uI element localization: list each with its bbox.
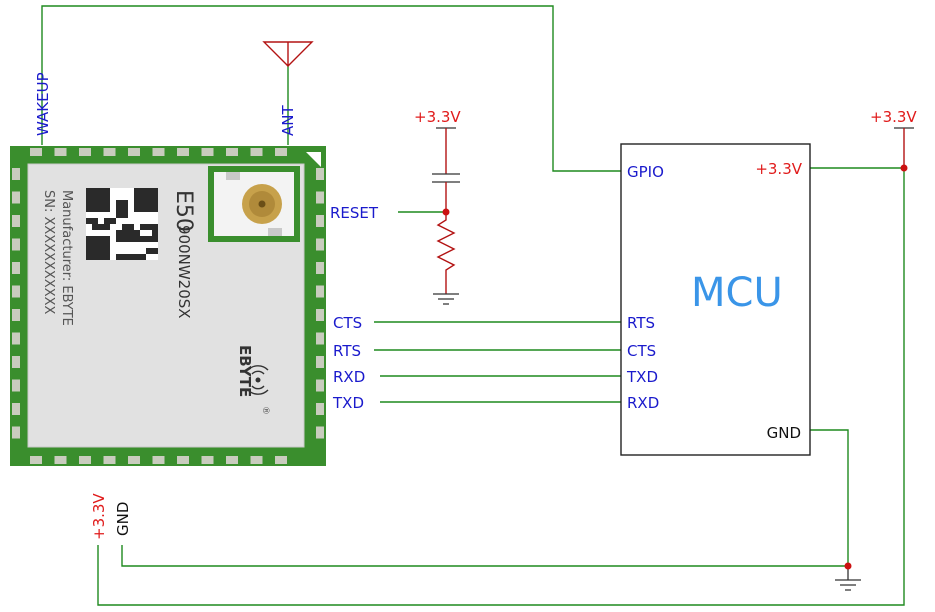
mcu-pin-cts: CTS [627,342,656,360]
ground-icon [835,562,861,591]
reset-circuit [432,127,460,305]
wire-mcu-gnd [810,429,849,566]
module-pad [152,148,165,156]
module-pad [12,215,20,227]
module-pad [128,148,140,156]
module-pad [12,285,20,298]
module-pad [316,426,324,439]
module-pad [128,456,140,464]
module-pad [316,238,324,251]
power-label-reset-supply: +3.3V [414,108,461,126]
pin-label-ant: ANT [279,105,297,136]
module-pad [316,262,324,274]
module-pad [54,456,67,464]
module-pads [12,148,324,464]
module-pad [226,456,238,464]
wire-module-vcc [97,168,905,606]
mcu-pin-txd: TXD [626,368,658,386]
module-pad [152,456,165,464]
module-pad [316,309,324,321]
module-part-number: 900NW20SX [175,225,193,319]
module-pad [12,168,20,180]
pin-label-vcc: +3.3V [90,493,108,540]
module-pad [103,148,116,156]
module-pin-labels: WAKEUP ANT RESET CTS RTS RXD TXD +3.3V G… [34,72,379,540]
module-pad [316,356,324,368]
pin-label-cts: CTS [333,314,362,332]
rail-supply [894,127,914,172]
module-pad [316,332,324,345]
brand-text: EBYTE [236,345,254,397]
junction-node [844,562,852,570]
module-pad [177,456,189,464]
power-label-rail-supply: +3.3V [870,108,917,126]
module-pad [30,148,42,156]
mcu-pin-gnd: GND [767,424,801,442]
module-pad [54,148,67,156]
pin-label-gnd: GND [114,502,132,536]
module-pad [316,215,324,227]
module-pad [275,148,287,156]
wires [41,5,905,606]
wire-module-gnd [121,545,848,567]
module-pad [226,148,238,156]
module-pad [79,456,91,464]
wire-wakeup-gpio [41,5,621,172]
module-pad [316,379,324,392]
wireless-icon [247,365,269,395]
antenna-icon [262,41,314,67]
junction-node [442,208,450,216]
module-pad [275,456,287,464]
module-pad [12,191,20,204]
pin-label-rts: RTS [333,342,361,360]
module-pad [12,332,20,345]
mcu-pin-vcc: +3.3V [755,160,802,178]
module-pad [316,168,324,180]
mcu-pin-rts: RTS [627,314,655,332]
e50-module: E50 900NW20SX Manufacturer: EBYTE SN: XX… [10,146,326,466]
module-pad [250,456,263,464]
module-pad [177,148,189,156]
module-pad [12,238,20,251]
module-pad [103,456,116,464]
module-pad [12,379,20,392]
module-pad [316,403,324,415]
module-pad [250,148,263,156]
module-pad [201,148,214,156]
qr-code [86,188,158,260]
module-pad [12,403,20,415]
module-pad [316,191,324,204]
pin-label-reset: RESET [330,204,379,222]
pin-label-wakeup: WAKEUP [34,72,52,136]
module-pad [316,285,324,298]
module-pad [12,262,20,274]
module-pad [12,309,20,321]
module-pad [12,426,20,439]
module-pad [201,456,214,464]
module-model: E50 [171,190,196,232]
mcu-block: MCU GPIO +3.3V RTS CTS TXD RXD GND [620,143,811,456]
module-pad [30,456,42,464]
module-pad [12,356,20,368]
ground-icon [433,293,459,305]
manufacturer-text: Manufacturer: EBYTE [59,190,74,326]
mcu-pin-gpio: GPIO [627,163,664,181]
reset-capacitor [432,173,460,183]
junction-node [900,164,908,172]
module-pad [79,148,91,156]
pin-label-txd: TXD [332,394,364,412]
reset-resistor [436,212,456,294]
registered-mark: ® [260,406,270,415]
mcu-title: MCU [691,270,783,316]
pin-label-rxd: RXD [333,368,365,386]
mcu-pin-rxd: RXD [627,394,659,412]
serial-number-text: SN: XXXXXXXXXXX [41,190,56,315]
antenna-connector [208,166,300,242]
pin1-marker [306,152,321,167]
